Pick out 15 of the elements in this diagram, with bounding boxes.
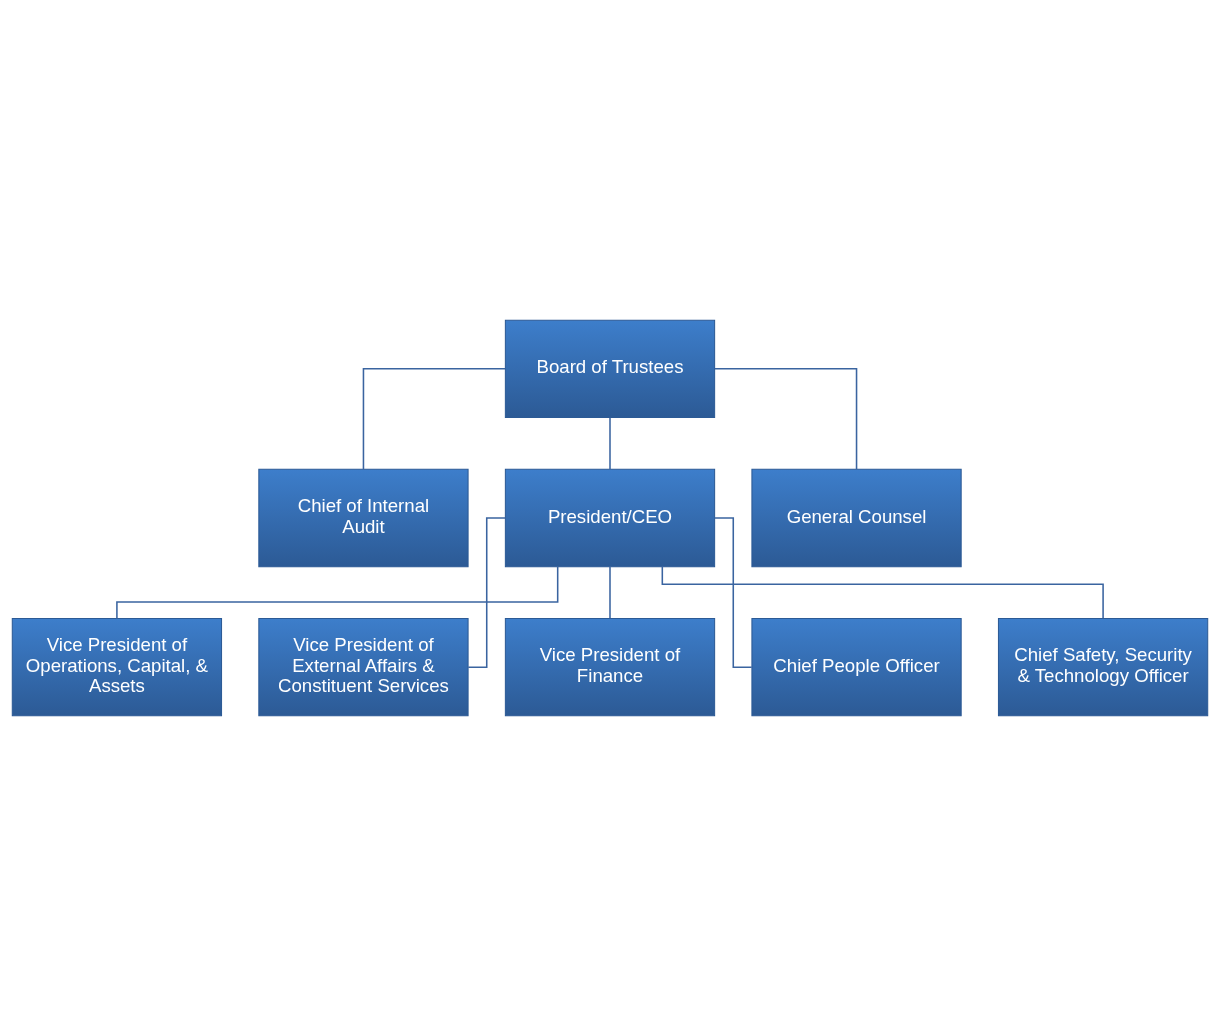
node-box: Vice President of Operations, Capital, & Assets bbox=[11, 617, 223, 717]
node-box: Chief of Internal Audit bbox=[258, 468, 469, 568]
node-box: President/CEO bbox=[504, 468, 716, 568]
node-box: Board of Trustees bbox=[504, 319, 716, 419]
node-box: Vice President of External Affairs & Constituent Services bbox=[258, 617, 469, 717]
connector bbox=[609, 416, 611, 470]
connector bbox=[714, 368, 858, 470]
connector bbox=[362, 368, 506, 470]
connector bbox=[609, 566, 611, 619]
node-box: Vice President of Finance bbox=[504, 617, 716, 717]
connector bbox=[714, 517, 753, 668]
connector bbox=[467, 517, 506, 668]
node-box: Chief Safety, Security & Technology Officer bbox=[997, 617, 1209, 717]
node-box: General Counsel bbox=[751, 468, 962, 568]
node-box: Chief People Officer bbox=[751, 617, 962, 717]
